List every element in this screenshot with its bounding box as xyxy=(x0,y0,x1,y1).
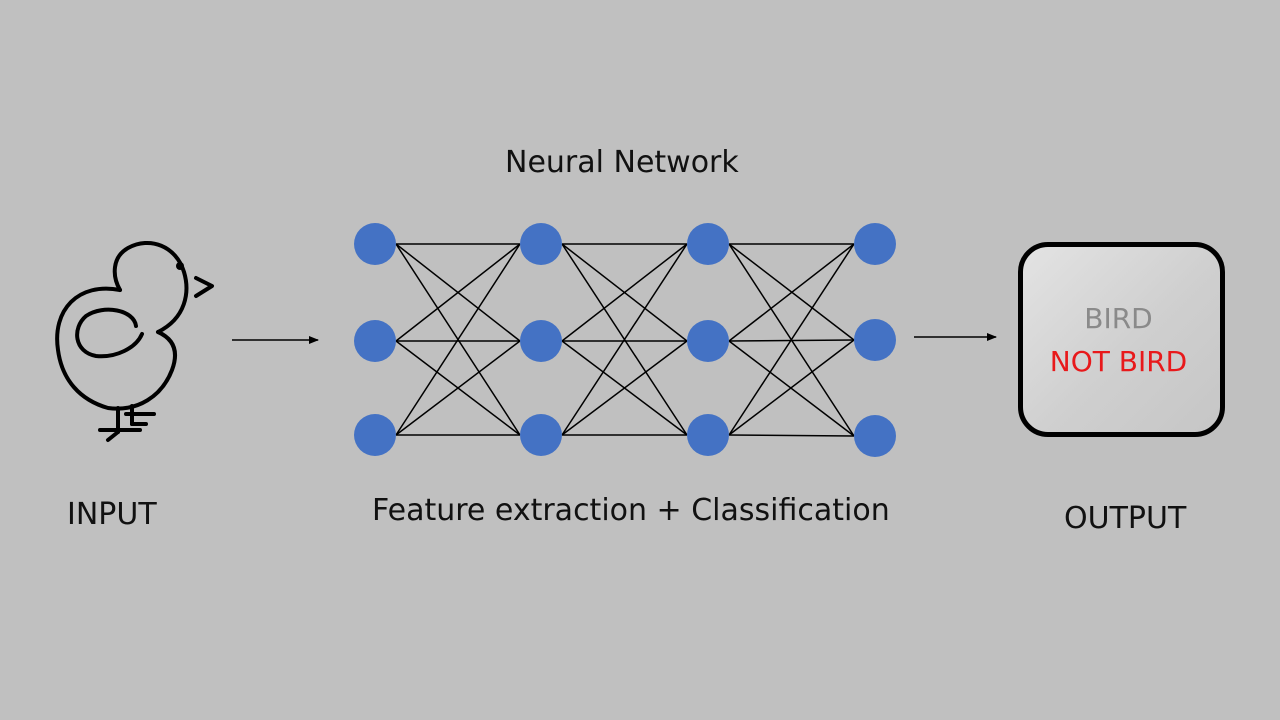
network-node xyxy=(854,415,896,457)
network-node xyxy=(687,414,729,456)
network-node xyxy=(354,223,396,265)
network-edge xyxy=(728,243,855,436)
network-edge xyxy=(561,243,688,342)
network-edge xyxy=(395,243,521,436)
network-edges xyxy=(395,243,855,437)
output-option-not-bird: NOT BIRD xyxy=(1049,345,1188,378)
network-node xyxy=(354,414,396,456)
network-node xyxy=(520,320,562,362)
network-nodes xyxy=(354,223,896,457)
network-edge xyxy=(728,243,855,342)
network-node xyxy=(687,320,729,362)
network-node xyxy=(854,319,896,361)
network-caption: Feature extraction + Classification xyxy=(372,493,890,528)
network-edge xyxy=(395,340,521,436)
network-node xyxy=(687,223,729,265)
network-edge xyxy=(395,243,521,342)
output-label: OUTPUT xyxy=(1064,501,1187,536)
network-edge xyxy=(728,339,855,436)
chick-icon xyxy=(55,241,214,442)
network-edge xyxy=(728,340,855,437)
network-edge xyxy=(561,340,688,436)
output-box: BIRD NOT BIRD xyxy=(1018,242,1225,437)
network-node xyxy=(854,223,896,265)
network-node xyxy=(354,320,396,362)
network-node xyxy=(520,414,562,456)
output-option-bird: BIRD xyxy=(1084,302,1153,335)
network-edge xyxy=(561,243,688,436)
network-title: Neural Network xyxy=(505,145,739,180)
input-label: INPUT xyxy=(67,497,157,532)
network-node xyxy=(520,223,562,265)
network-edge xyxy=(728,434,855,437)
